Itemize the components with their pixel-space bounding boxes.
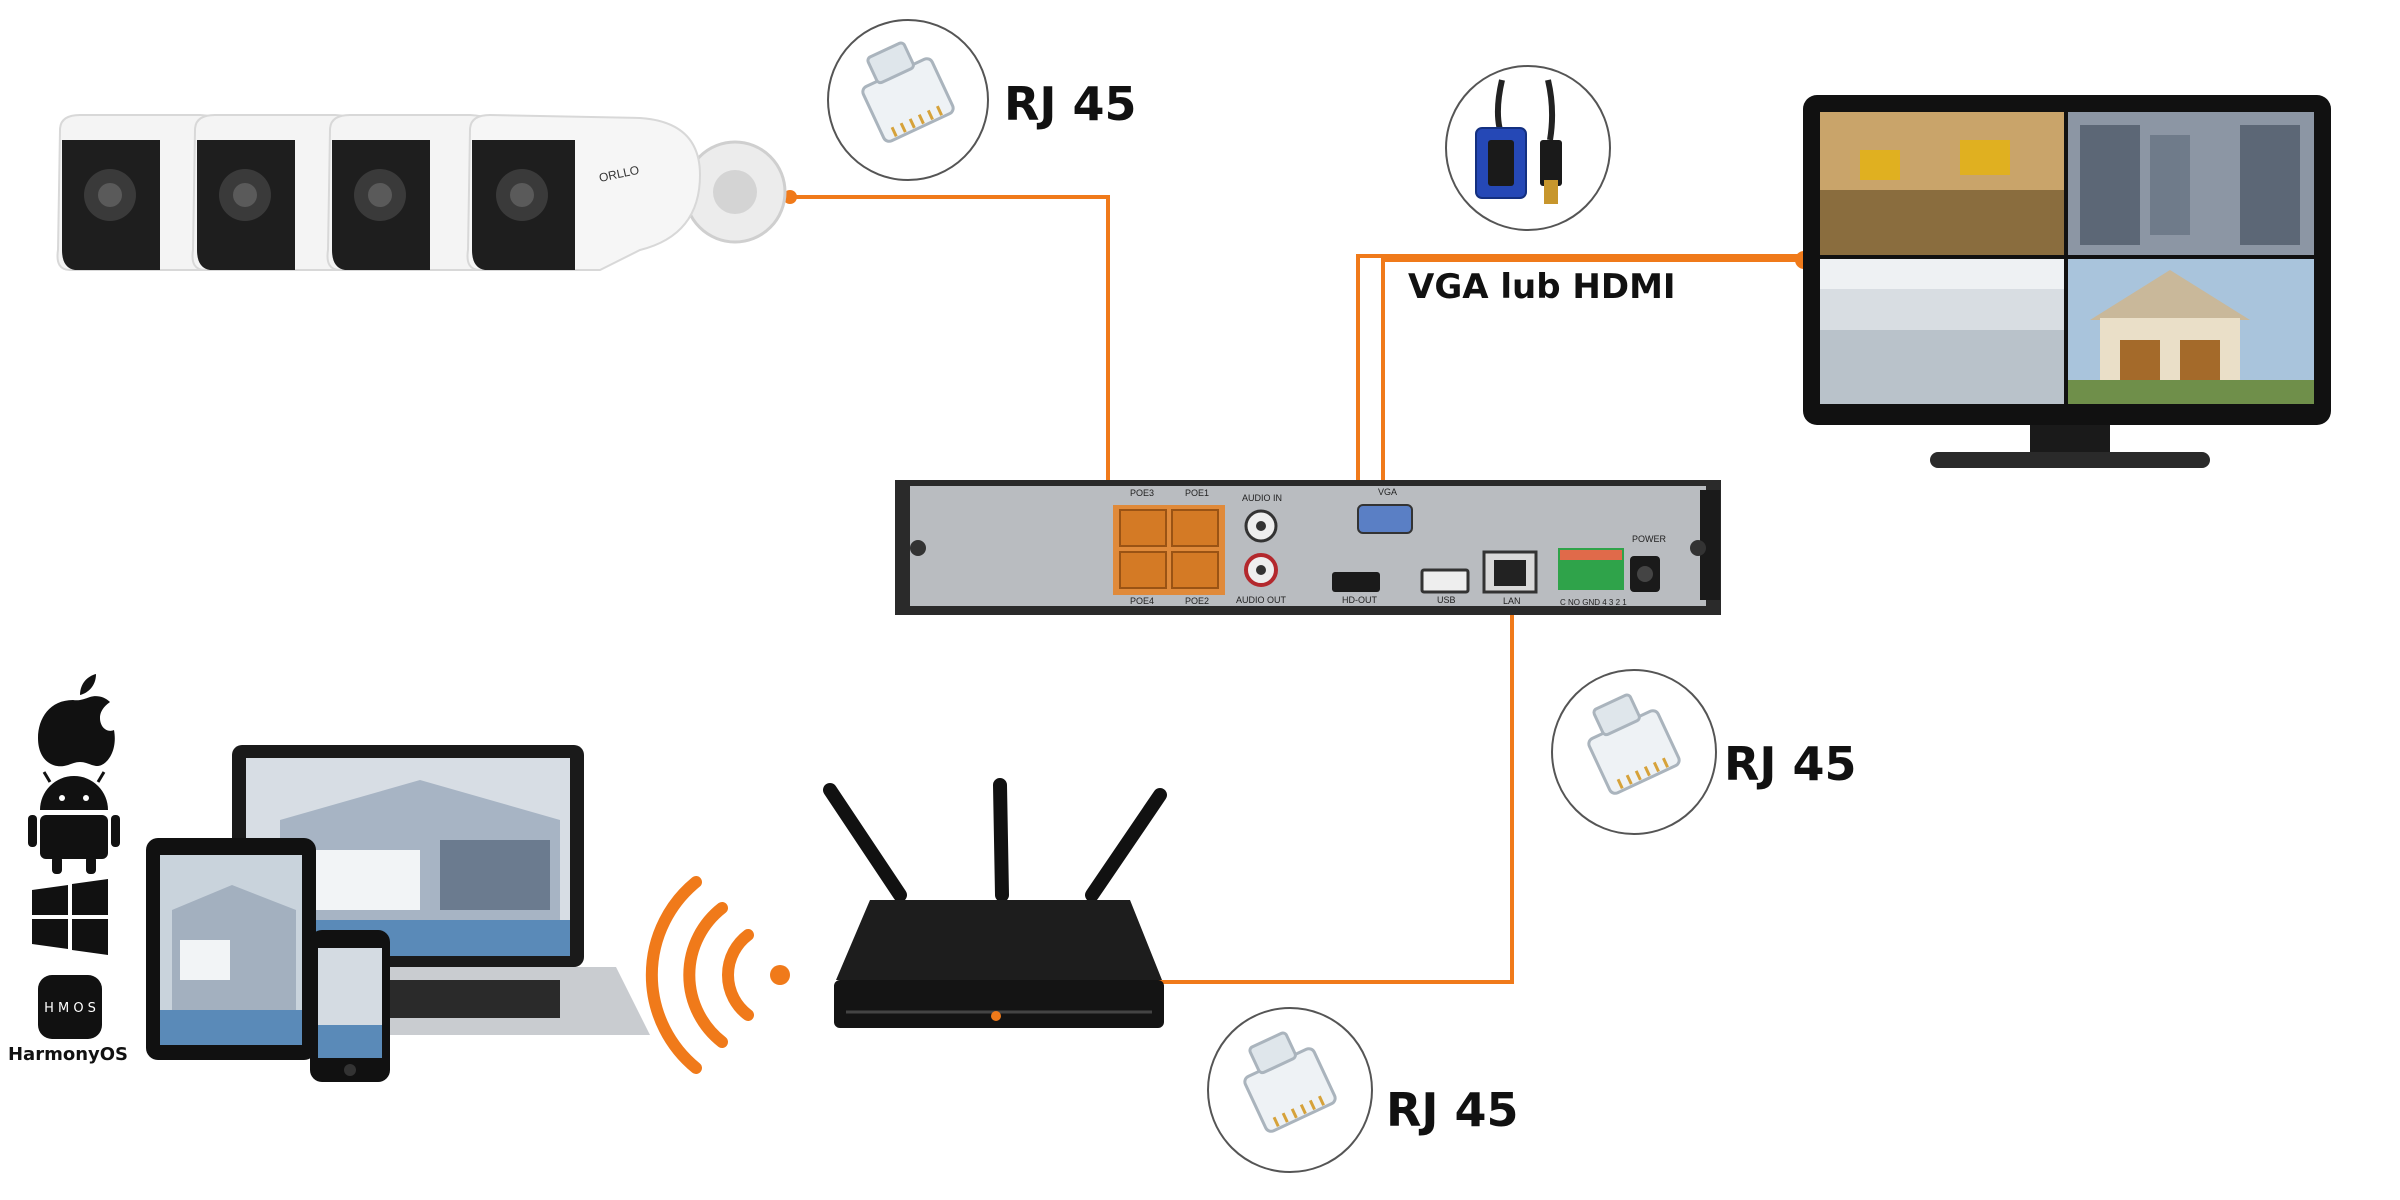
smartphone	[310, 930, 390, 1082]
hdmi-plug-icon	[1540, 140, 1562, 186]
monitor-feed-warehouse	[2068, 112, 2314, 255]
rj45-connector-top	[827, 19, 989, 181]
port-audio-in: AUDIO IN	[1242, 493, 1282, 503]
rj45-label-camera: RJ 45	[1004, 77, 1137, 131]
android-icon	[28, 771, 120, 874]
router-antenna-right	[1085, 788, 1167, 902]
port-hdmi: HD-OUT	[1342, 595, 1377, 605]
harmonyos-logo-letters: H M O S	[44, 1001, 96, 1016]
rj45-label-router: RJ 45	[1386, 1083, 1519, 1137]
monitor-feed-construction	[1820, 112, 2064, 255]
vga-port	[1357, 504, 1413, 534]
rj45-connector-router	[1207, 1007, 1373, 1173]
windows-icon	[32, 879, 108, 955]
usb-port	[1420, 568, 1470, 594]
port-alarm: C NO GND 4 3 2 1	[1560, 598, 1627, 607]
port-poe3: POE3	[1130, 488, 1154, 498]
port-poe4: POE4	[1130, 596, 1154, 606]
cable-end-camera	[783, 190, 797, 204]
monitor-feed-office	[1820, 259, 2064, 404]
apple-icon	[38, 674, 115, 767]
rj45-connector-nvr	[1551, 669, 1717, 835]
camera-mount	[683, 140, 787, 244]
camera-group: ORLLO	[56, 113, 787, 271]
cables	[790, 195, 1802, 984]
harmonyos-label: HarmonyOS	[8, 1044, 128, 1065]
monitor-base	[1930, 452, 2210, 468]
vga-hdmi-label: VGA lub HDMI	[1408, 267, 1676, 307]
tablet	[146, 838, 316, 1060]
poe-ports	[1113, 505, 1225, 595]
cable-vga-to-monitor	[1381, 258, 1802, 500]
router-power-led	[991, 1011, 1001, 1021]
platform-icons: H M O S	[28, 674, 120, 1039]
router-antenna-middle	[993, 778, 1009, 902]
port-power: POWER	[1632, 534, 1667, 544]
nvr-recorder: POE3 POE1 POE4 POE2 AUDIO IN AUDIO OUT V…	[895, 480, 1721, 615]
port-poe2: POE2	[1185, 596, 1209, 606]
monitor-feed-house	[2068, 259, 2314, 404]
cable-nvr-lan-to-router	[1148, 580, 1514, 984]
port-audio-out: AUDIO OUT	[1236, 595, 1287, 605]
rj45-label-nvr: RJ 45	[1724, 737, 1857, 791]
port-poe1: POE1	[1185, 488, 1209, 498]
monitor-stand	[2030, 425, 2110, 455]
rj45-plug-icon	[1587, 693, 1681, 795]
port-lan: LAN	[1503, 596, 1521, 606]
port-vga: VGA	[1378, 487, 1397, 497]
vga-hdmi-cable-icon	[1445, 65, 1611, 231]
client-devices	[146, 745, 650, 1082]
harmonyos-icon: H M O S	[38, 975, 102, 1039]
camera-4: ORLLO	[466, 113, 702, 271]
port-usb: USB	[1437, 595, 1456, 605]
router	[823, 778, 1167, 1028]
cable-hdmi-to-monitor	[1356, 254, 1802, 586]
rj45-plug-icon	[861, 41, 955, 143]
rj45-plug-icon	[1243, 1031, 1337, 1133]
wifi-signal-icon	[645, 876, 790, 1074]
monitor	[1803, 95, 2331, 468]
router-antenna-left	[823, 783, 907, 902]
lan-port	[1482, 550, 1538, 594]
hdmi-port	[1332, 572, 1380, 592]
cable-cameras-to-nvr	[790, 195, 1110, 495]
